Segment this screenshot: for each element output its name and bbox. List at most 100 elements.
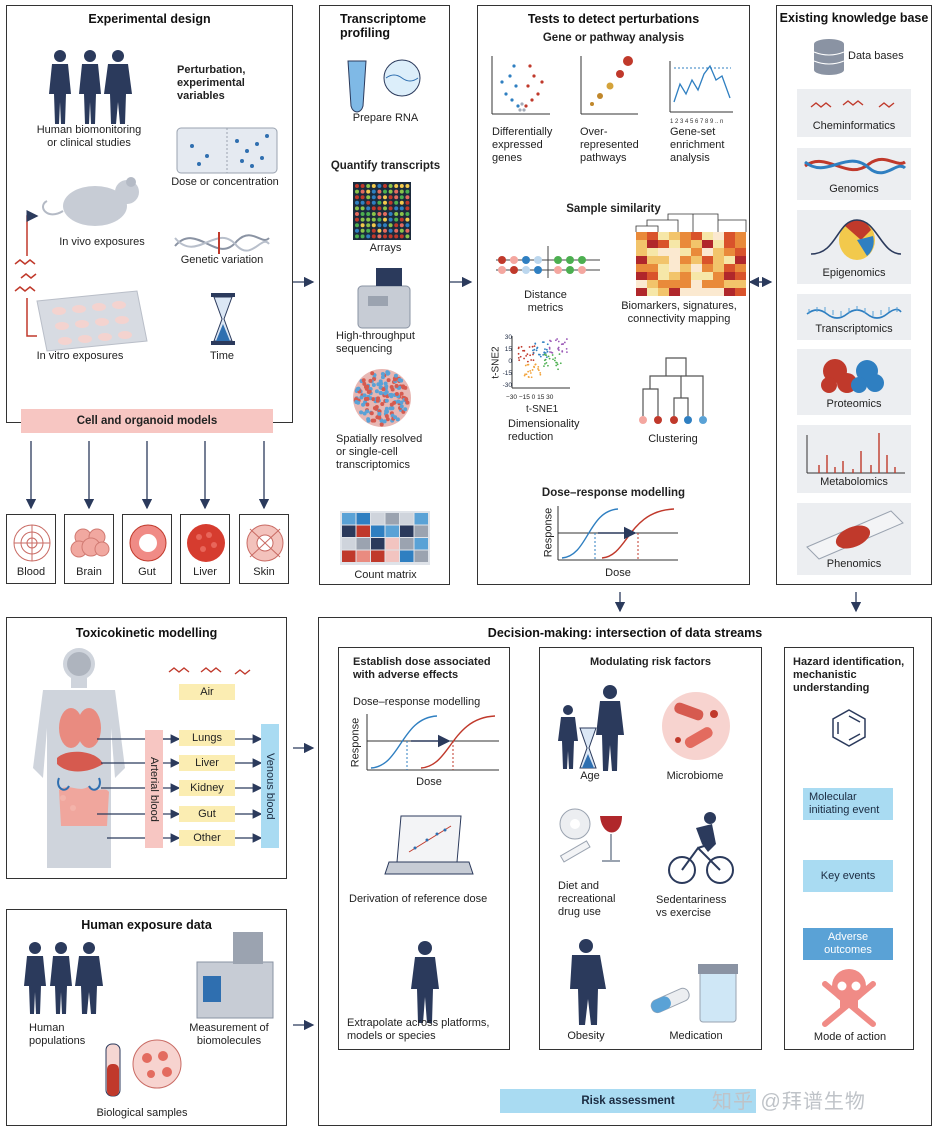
heatmap-cell	[702, 256, 713, 264]
experimental-design-title: Experimental design	[88, 12, 211, 26]
dose-response-title: Dose–response modelling	[541, 487, 686, 499]
heatmap-cell	[702, 272, 713, 280]
count-matrix-label: Count matrix	[354, 569, 417, 581]
sedentary-label: Sedentariness vs exercise	[656, 894, 727, 919]
distance-metrics-icon	[496, 246, 600, 278]
microarray-spot	[405, 200, 410, 205]
toxicokinetic-title: Toxicokinetic modelling	[75, 626, 218, 640]
tsne-point	[555, 364, 558, 367]
heatmap-cell	[691, 272, 702, 280]
arterial-blood-band: Arterial blood	[145, 730, 163, 848]
tsne-point	[529, 354, 532, 357]
kb-phenomics-label: Phenomics	[826, 558, 882, 570]
liver-box: Liver	[179, 755, 235, 771]
spatial-spot	[380, 402, 385, 407]
microarray-spot	[360, 212, 365, 216]
tsne-point	[556, 338, 559, 340]
spatial-transcriptomics-icon	[353, 369, 411, 427]
tsne-point	[547, 364, 549, 367]
heatmap-cell	[724, 232, 735, 240]
microarray-spot	[399, 223, 404, 228]
tsne-point	[517, 356, 520, 359]
spatial-spot	[383, 381, 388, 386]
mouse-icon	[42, 177, 139, 226]
heatmap-cell	[713, 280, 724, 288]
heatmap-cell	[680, 232, 691, 240]
organoid-blood-label: Blood	[16, 566, 46, 578]
tsne-point	[551, 351, 554, 354]
tsne-point	[545, 356, 548, 359]
tsne-ytick: 0	[508, 358, 512, 365]
tsne-point	[545, 361, 548, 364]
organoid-gut-label: Gut	[138, 566, 156, 578]
microarray-spot	[366, 234, 371, 239]
kb-proteomics-label: Proteomics	[826, 398, 882, 410]
tsne-point	[526, 353, 529, 356]
spatial-spot	[382, 419, 387, 424]
tsne-point	[518, 359, 521, 362]
heatmap-cell	[669, 280, 680, 288]
heatmap-cell	[658, 264, 669, 272]
mode-of-action-label: Mode of action	[813, 1031, 887, 1043]
reference-dose-label: Derivation of reference dose	[349, 893, 488, 905]
tsne-y-label: t-SNE2	[490, 346, 502, 379]
spatial-spot	[359, 410, 364, 415]
tsne-point	[529, 372, 532, 374]
spatial-spot	[385, 417, 390, 422]
key-events-box: Key events	[803, 860, 893, 892]
microarray-spot	[394, 223, 399, 228]
count-matrix-cell	[400, 550, 414, 562]
spatial-spot	[386, 378, 391, 383]
heatmap-cell	[636, 240, 647, 248]
heatmap-cell	[669, 248, 680, 256]
microarray-spot	[355, 189, 359, 194]
tsne-point	[547, 355, 550, 358]
microarray-spot	[388, 217, 393, 222]
heatmap-cell	[713, 240, 724, 248]
microarray-spot	[377, 184, 382, 188]
microarray-spot	[377, 228, 382, 233]
spatial-spot	[384, 398, 389, 403]
kb-card-cheminformatics: Cheminformatics	[797, 89, 911, 137]
heatmap-cell	[713, 256, 724, 264]
heatmap-cell	[691, 264, 702, 272]
count-matrix-cell	[356, 550, 370, 562]
kb-card-metabolomics: Metabolomics	[797, 425, 911, 493]
microarray-spot	[371, 217, 376, 222]
body-anatomy-icon	[33, 648, 263, 868]
tsne-point	[527, 376, 530, 378]
person-icon	[411, 941, 439, 1023]
prepare-rna-label: Prepare RNA	[352, 112, 419, 124]
microarray-spot	[371, 223, 376, 228]
risk-factors-title: Modulating risk factors	[589, 656, 712, 668]
tsne-point	[534, 363, 537, 366]
hazard-subpanel: Hazard identification, mechanistic under…	[784, 647, 914, 1050]
spatial-spot	[388, 406, 393, 411]
heatmap-cell	[735, 256, 746, 264]
heatmap-cell	[735, 288, 746, 296]
tsne-point	[544, 352, 547, 354]
tsne-point	[543, 353, 546, 356]
organoid-gut: Gut	[122, 514, 172, 584]
sequencer-icon	[357, 268, 411, 329]
risk-factors-subpanel: Modulating risk factors	[539, 647, 762, 1050]
medication-icon	[650, 964, 738, 1023]
kb-genomics-label: Genomics	[829, 183, 879, 195]
tsne-point	[552, 358, 554, 361]
heatmap-cell	[724, 288, 735, 296]
heatmap-cell	[691, 288, 702, 296]
count-matrix-cell	[371, 525, 385, 537]
heatmap-cell	[658, 272, 669, 280]
heatmap-cell	[647, 288, 658, 296]
spatial-spot	[374, 389, 379, 394]
tsne-point	[523, 374, 526, 377]
spatial-spot	[389, 402, 394, 407]
transcriptome-panel: Transcriptome profiling Prepare RNA Quan…	[319, 5, 450, 585]
spatial-spot	[380, 371, 385, 376]
dose-adverse-subpanel: Establish dose associated with adverse e…	[338, 647, 510, 1050]
microarray-spot	[377, 189, 382, 194]
heatmap-cell	[691, 280, 702, 288]
cell-organoid-models-band: Cell and organoid models	[21, 409, 273, 433]
tsne-point	[517, 352, 520, 355]
measurement-label: Measurement of biomolecules	[189, 1022, 269, 1047]
